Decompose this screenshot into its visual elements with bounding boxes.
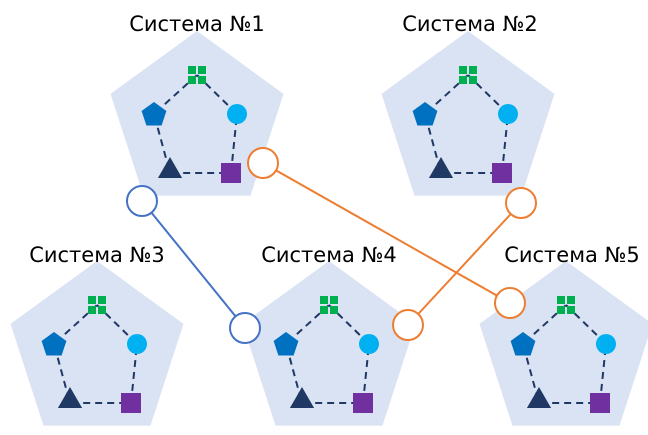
link-s1-s4 [126, 185, 261, 344]
link-line [262, 162, 511, 304]
link-endpoint [126, 185, 158, 217]
link-line [141, 200, 246, 329]
triangle-icon [526, 387, 552, 408]
square-icon [121, 393, 141, 413]
circle-icon [227, 104, 247, 124]
system-5 [479, 261, 648, 426]
triangle-icon [428, 157, 454, 178]
system-pentagon [381, 31, 555, 196]
system-pentagon [242, 261, 416, 426]
circle-icon [127, 334, 147, 354]
circle-icon [359, 334, 379, 354]
circle-icon [498, 104, 518, 124]
system-pentagon [479, 261, 648, 426]
link-s1-s5 [247, 147, 526, 319]
pentagon-icon [412, 102, 438, 126]
system-1 [110, 31, 284, 196]
link-s2-s4 [392, 187, 537, 341]
grid-icon [88, 296, 106, 314]
pentagon-icon [41, 332, 67, 356]
triangle-icon [157, 157, 183, 178]
pentagon-icon [510, 332, 536, 356]
pentagon-icon [141, 102, 167, 126]
system-3 [10, 261, 184, 426]
link-endpoint [247, 147, 279, 179]
system-5-label: Система №5 [504, 243, 640, 267]
circle-icon [596, 334, 616, 354]
system-pentagon [10, 261, 184, 426]
link-endpoint [505, 187, 537, 219]
square-icon [221, 163, 241, 183]
system-2-label: Система №2 [402, 12, 538, 36]
grid-icon [188, 66, 206, 84]
triangle-icon [289, 387, 315, 408]
square-icon [353, 393, 373, 413]
pentagon-icon [273, 332, 299, 356]
grid-icon [459, 66, 477, 84]
labels-layer: Система №1 Система №2 Система №3 Система… [29, 12, 640, 267]
link-line [407, 202, 522, 326]
triangle-icon [57, 387, 83, 408]
system-4 [242, 261, 416, 426]
system-pentagon [110, 31, 284, 196]
square-icon [492, 163, 512, 183]
grid-icon [557, 296, 575, 314]
link-endpoint [229, 312, 261, 344]
system-4-label: Система №4 [261, 243, 397, 267]
links-layer [126, 147, 537, 344]
systems-layer [10, 31, 648, 426]
system-2 [381, 31, 555, 196]
link-endpoint [392, 309, 424, 341]
square-icon [590, 393, 610, 413]
system-1-label: Система №1 [129, 12, 265, 36]
grid-icon [320, 296, 338, 314]
link-endpoint [494, 287, 526, 319]
system-3-label: Система №3 [29, 243, 165, 267]
